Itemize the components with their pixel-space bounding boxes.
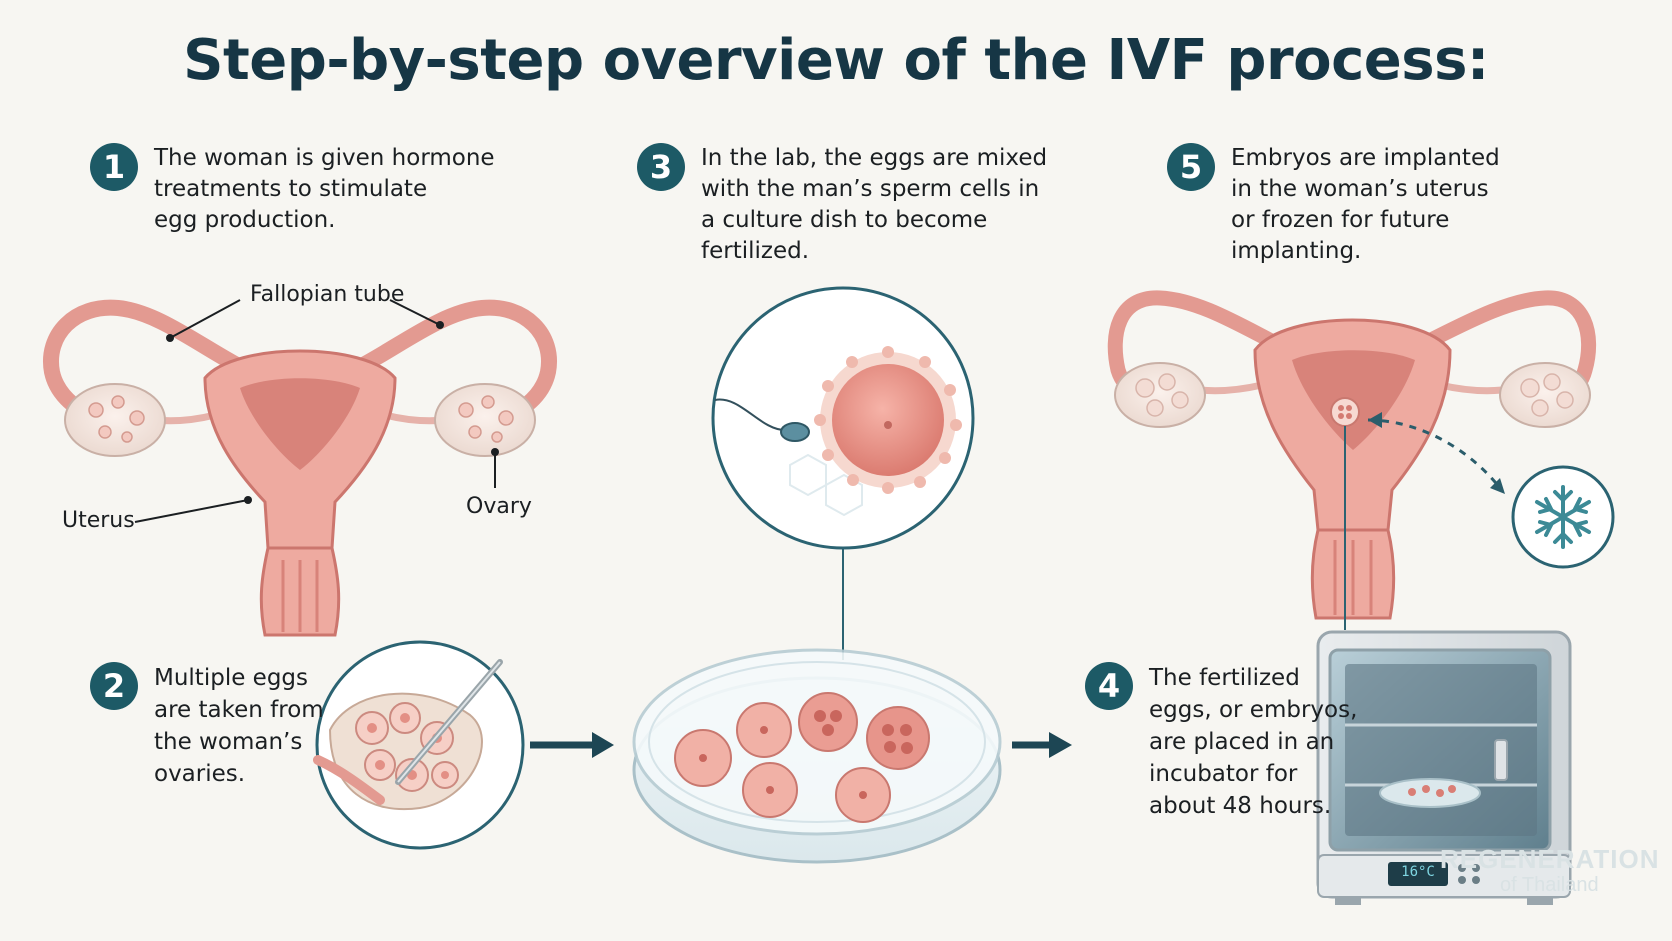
label-fallopian-tube: Fallopian tube <box>250 282 405 307</box>
step-2: 2 Multiple eggs are taken from the woman… <box>90 662 324 790</box>
incubator-display-text: 16°C <box>1401 864 1435 880</box>
step-3: 3 In the lab, the eggs are mixed with th… <box>637 143 1047 267</box>
step-1: 1 The woman is given hormone treatments … <box>90 143 495 236</box>
page-title: Step-by-step overview of the IVF process… <box>183 28 1489 93</box>
step-badge: 1 <box>90 143 138 191</box>
watermark: REGENERATION of Thailand <box>1440 844 1660 896</box>
step-badge: 4 <box>1085 662 1133 710</box>
snowflake-icon <box>1535 485 1591 549</box>
step-badge: 5 <box>1167 143 1215 191</box>
step-badge: 2 <box>90 662 138 710</box>
culture-dish <box>632 648 1002 864</box>
reproductive-system-right <box>1107 290 1615 630</box>
step-badge: 3 <box>637 143 685 191</box>
step-description: Embryos are implanted in the woman’s ute… <box>1231 145 1500 264</box>
incubator-display <box>1388 862 1448 886</box>
step-description: The fertilized eggs, or embryos, are pla… <box>1149 665 1358 819</box>
label-ovary: Ovary <box>466 494 532 519</box>
fertilization-closeup <box>711 286 975 660</box>
label-uterus: Uterus <box>62 508 135 533</box>
step-4: 4 The fertilized eggs, or embryos, are p… <box>1085 662 1357 822</box>
incubator <box>1316 630 1572 905</box>
step-5: 5 Embryos are implanted in the woman’s u… <box>1167 143 1500 267</box>
arrow-to-incubator <box>1012 732 1072 758</box>
step-description: In the lab, the eggs are mixed with the … <box>701 145 1048 264</box>
reproductive-system-left <box>43 299 557 637</box>
egg-retrieval-closeup <box>313 640 525 850</box>
arrow-to-dish <box>530 732 614 758</box>
step-description: The woman is given hormone treatments to… <box>154 145 495 233</box>
step-description: Multiple eggs are taken from the woman’s… <box>154 665 324 787</box>
